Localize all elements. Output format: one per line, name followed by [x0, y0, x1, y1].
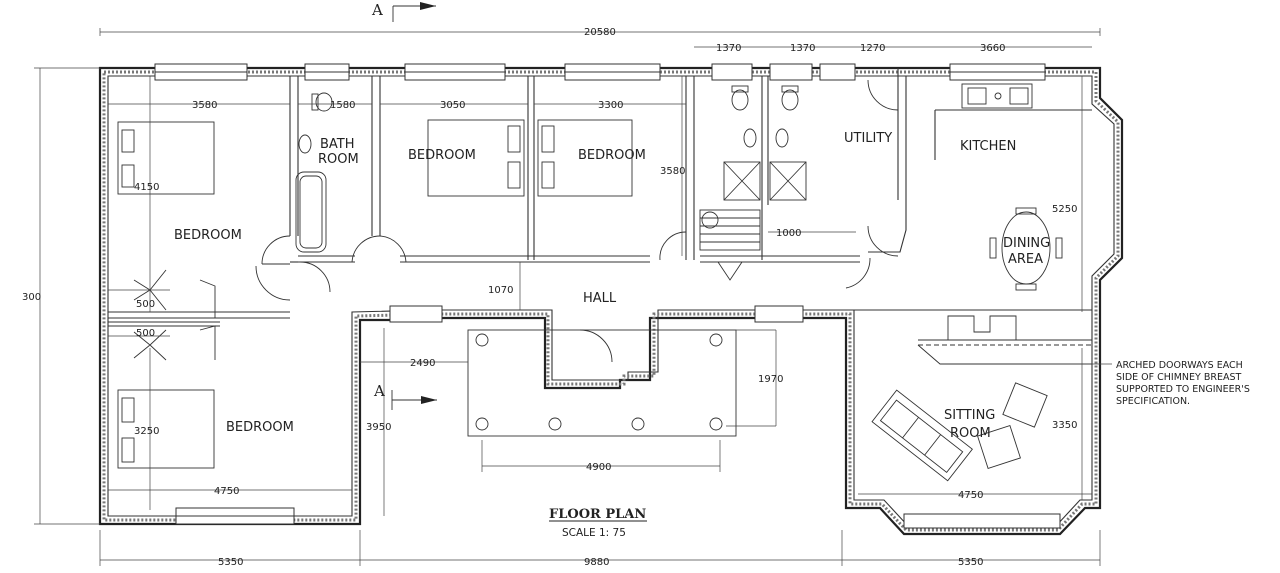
dim-500-a: 500	[136, 299, 155, 310]
dim-4750-b: 4750	[958, 490, 983, 501]
room-label-bedroom-2: BEDROOM	[408, 148, 476, 163]
dimension-labels: 20580 1370 1370 1270 3660 3580 1580 3050…	[22, 27, 1077, 568]
room-label-dining-area: AREA	[1008, 252, 1043, 267]
room-label-sitting-room: ROOM	[950, 426, 991, 441]
bed-bedroom-2	[427, 119, 525, 197]
section-marker-bottom: A	[373, 382, 437, 410]
dim-9880: 9880	[584, 557, 609, 568]
dim-5250: 5250	[1052, 204, 1077, 215]
room-label-sitting: SITTING	[944, 408, 995, 423]
chimney-note: ARCHED DOORWAYS EACH SIDE OF CHIMNEY BRE…	[1116, 360, 1250, 407]
dim-3660: 3660	[980, 43, 1005, 54]
dim-overall-width: 20580	[584, 27, 616, 38]
dim-3950: 3950	[366, 422, 391, 433]
chimney-breast	[917, 315, 1092, 365]
room-label-hall: HALL	[583, 291, 617, 306]
windows	[154, 63, 1061, 529]
note-line-4: SPECIFICATION.	[1116, 396, 1190, 407]
porch-columns	[467, 329, 737, 437]
section-letter-bottom: A	[373, 382, 385, 400]
dim-3050: 3050	[440, 100, 465, 111]
dim-5350-b: 5350	[958, 557, 983, 568]
door-swings	[133, 79, 899, 363]
dim-4150: 4150	[134, 182, 159, 193]
dim-3580-b: 3580	[660, 166, 685, 177]
dim-3250: 3250	[134, 426, 159, 437]
dim-3350: 3350	[1052, 420, 1077, 431]
dining-table	[989, 207, 1063, 291]
bathroom-fixtures	[295, 92, 333, 253]
section-marker-top: A	[371, 1, 436, 22]
note-line-3: SUPPORTED TO ENGINEER'S	[1116, 384, 1250, 395]
wc-fixtures	[699, 85, 807, 251]
note-line-1: ARCHED DOORWAYS EACH	[1116, 360, 1243, 371]
dim-1370-a: 1370	[716, 43, 741, 54]
room-labels: BEDROOM BATH ROOM BEDROOM BEDROOM UTILIT…	[174, 131, 1050, 441]
dim-1070: 1070	[488, 285, 513, 296]
dim-4900: 4900	[586, 462, 611, 473]
dim-3580-a: 3580	[192, 100, 217, 111]
dim-1370-b: 1370	[790, 43, 815, 54]
room-label-bedroom-1: BEDROOM	[174, 228, 242, 243]
dim-1270: 1270	[860, 43, 885, 54]
sitting-room-furniture	[871, 382, 1048, 482]
dim-5350-a: 5350	[218, 557, 243, 568]
drawing-title: FLOOR PLAN SCALE 1: 75	[549, 507, 647, 539]
room-label-bedroom-4: BEDROOM	[226, 420, 294, 435]
bed-bedroom-3	[537, 119, 633, 197]
room-label-dining: DINING	[1003, 236, 1050, 251]
bed-bedroom-4	[117, 389, 215, 469]
dim-1580: 1580	[330, 100, 355, 111]
dim-overall-height: 300	[22, 292, 41, 303]
room-label-bath: BATH	[320, 137, 355, 152]
room-label-utility: UTILITY	[844, 131, 892, 146]
kitchen-units	[961, 83, 1033, 109]
dim-1970: 1970	[758, 374, 783, 385]
note-line-2: SIDE OF CHIMNEY BREAST	[1116, 372, 1241, 383]
interior-walls	[108, 68, 1092, 327]
title-scale: SCALE 1: 75	[562, 527, 626, 539]
dim-500-b: 500	[136, 328, 155, 339]
room-label-bath-room: ROOM	[318, 152, 359, 167]
section-letter-top: A	[371, 1, 383, 19]
bed-bedroom-1	[117, 121, 215, 195]
dimension-lines	[34, 28, 1112, 566]
room-label-bedroom-3: BEDROOM	[578, 148, 646, 163]
room-label-kitchen: KITCHEN	[960, 139, 1016, 154]
title-floor-plan: FLOOR PLAN	[549, 507, 646, 522]
dim-4750-a: 4750	[214, 486, 239, 497]
dim-2490: 2490	[410, 358, 435, 369]
dim-3300: 3300	[598, 100, 623, 111]
dim-1000: 1000	[776, 228, 801, 239]
